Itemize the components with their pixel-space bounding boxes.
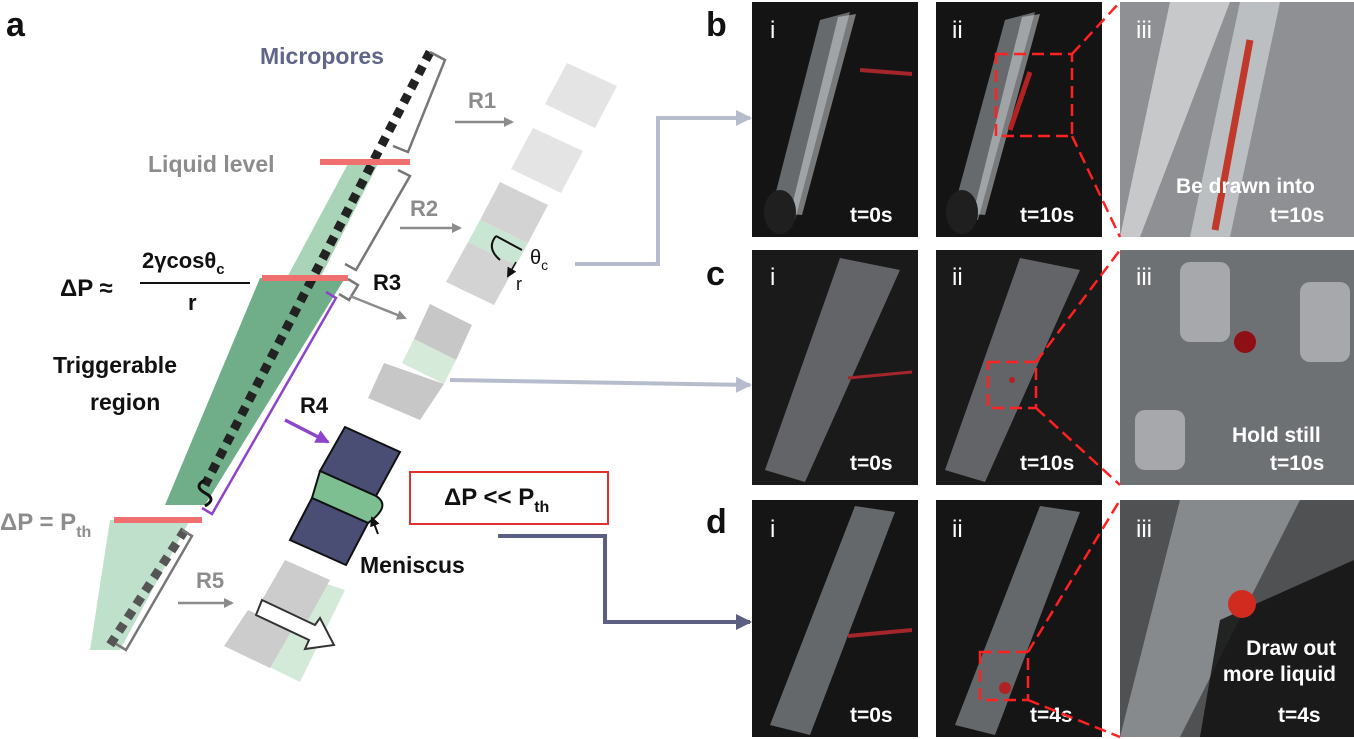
formula-numerator: 2γcosθc [142,248,225,278]
zoom-box-b [994,52,1074,138]
panel-letter-b: b [706,6,727,44]
photo-b-iii-caption: Be drawn into [1176,175,1315,198]
threshold-label: ΔP = Pth [0,509,91,541]
micropores-label: Micropores [260,43,384,69]
arrow-r4 [284,418,330,444]
panel-letter-c: c [706,255,725,293]
radius-arrow [507,261,517,278]
photo-b-ii-time: t=10s [1020,204,1074,227]
region-label-r1: R1 [468,88,496,113]
photo-c-iii-roman: iii [1136,264,1152,291]
zoom-line-d-top [1026,499,1122,653]
zoom-line-d-bottom [1027,698,1121,739]
pore-block-r1-bottom [511,128,583,193]
bracket-r5 [115,528,194,652]
panel-a-schematic: a Micropores Liquid level ΔP ≈ 2γcosθc r… [0,6,752,682]
photo-grid: b c d i t=0s ii t=10s iii [706,1,1354,739]
pore-block-r3-top [414,304,472,360]
bracket-r2 [344,168,412,272]
bracket-r3 [338,277,360,302]
triggerable-label-1: Triggerable [53,352,177,378]
photo-b-ii-roman: ii [952,17,963,44]
micropore-line-lower [106,527,189,648]
photo-c-iii-time: t=10s [1270,452,1324,475]
photo-d-iii: iii Draw out more liquid t=4s [1120,500,1354,737]
photo-b-i: i t=0s [752,2,918,237]
photo-d-iii-roman: iii [1136,516,1152,543]
pore-block-r5-top [262,560,330,620]
bracket-r1 [392,50,447,154]
photo-d-iii-caption: Draw out more liquid [1222,637,1336,686]
wave-break [197,478,213,508]
triggerable-label-2: region [90,389,160,415]
zoom-line-b-top [1071,1,1121,55]
photo-c-ii-time: t=10s [1020,452,1074,475]
region-label-r5: R5 [196,568,224,593]
region-label-r3: R3 [373,270,401,295]
zoom-line-c-top [1035,249,1121,363]
pore-block-r3-bottom [368,363,444,420]
flow-out-arrow [254,598,336,651]
photo-b-iii: iii Be drawn into t=10s [1120,2,1354,237]
liquid-level-label: Liquid level [148,151,275,177]
pore-block-r4-bottom [288,496,370,567]
theta-label: θc [530,247,548,273]
photo-b-ii: ii t=10s [936,2,1102,237]
connector-r2-to-b [575,110,752,266]
zoom-line-c-bottom [1035,407,1121,486]
zoom-box-c [986,360,1038,410]
bracket-r4 [201,290,338,516]
meniscus-label: Meniscus [360,552,465,578]
pore-block-r1-top [545,63,617,128]
photo-b-iii-time: t=10s [1270,204,1324,227]
photo-b-iii-roman: iii [1136,17,1152,44]
photo-c-iii-caption: Hold still [1232,424,1321,447]
threshold-box-text: ΔP << Pth [444,484,549,516]
threshold-box [409,471,609,525]
panel-letter-a: a [6,6,26,44]
liquid-band-lower [90,520,190,650]
photo-c-ii: ii t=10s [936,250,1102,485]
contact-angle-arc [490,235,501,261]
photo-c-i-time: t=0s [850,452,893,475]
photo-c-iii: iii Hold still t=10s [1120,250,1354,485]
formula-denominator: r [188,290,197,315]
contact-angle-line [495,235,523,251]
photo-d-iii-time: t=4s [1278,704,1321,727]
photo-c-i: i t=0s [752,250,918,485]
region-label-r4: R4 [300,393,329,418]
meniscus-arrow [370,516,380,535]
photo-c-i-roman: i [770,264,775,291]
liquid-band-dark [165,278,345,505]
photo-c-ii-roman: ii [952,264,963,291]
photo-d-ii-roman: ii [952,516,963,543]
pore-block-r2-top [480,182,548,243]
micropore-line-upper [201,49,434,488]
photo-d-ii-time: t=4s [1030,704,1073,727]
photo-d-i-time: t=0s [850,704,893,727]
photo-b-i-time: t=0s [850,204,893,227]
zoom-line-b-bottom [1070,135,1122,238]
zoom-box-d [978,650,1030,702]
pore-channel-r2 [468,220,528,265]
pore-channel-r3 [402,339,456,384]
region-label-r2: R2 [410,196,438,221]
radius-label: r [516,274,522,294]
arrow-r3 [349,294,407,320]
panel-letter-d: d [706,503,727,541]
connector-box-to-d [498,534,752,630]
photo-b-i-roman: i [770,17,775,44]
photo-d-i-roman: i [770,516,775,543]
delta-p-lhs: ΔP ≈ [60,275,113,302]
connector-r3-to-c [449,376,752,393]
photo-d-ii: ii t=4s [936,500,1102,737]
photo-d-i: i t=0s [752,500,918,737]
